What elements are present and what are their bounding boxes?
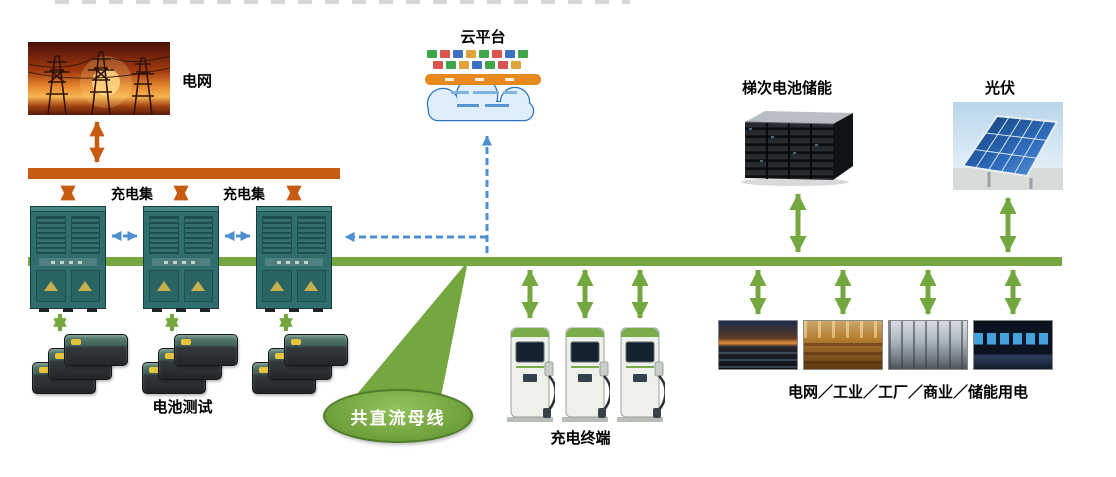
ev-charger-image (507, 327, 555, 422)
dc-bus-callout: 共直流母线 (323, 389, 473, 443)
vent-panel (262, 216, 292, 254)
cabinet-vents (36, 216, 100, 254)
cabinet-doors (36, 270, 100, 302)
charging-cluster-label-left: 充电集 (111, 187, 153, 203)
solar-panel-image (953, 102, 1063, 190)
cabinet-vents (149, 216, 213, 254)
dc-bus-label: 共直流母线 (350, 408, 446, 429)
loads-label: 电网／工业／工厂／商业／储能用电 (787, 383, 1028, 401)
cabinet-nameplate (265, 258, 323, 266)
charging-terminal-2 (560, 324, 610, 424)
load-photo-industry (803, 320, 883, 370)
cabinet-door (296, 270, 326, 302)
dc-bus-callout-wedge (352, 261, 468, 412)
pv-photo (953, 102, 1063, 190)
charging-cabinet-2 (143, 206, 219, 312)
ac-bus-bar (28, 168, 340, 179)
charging-terminals-label: 充电终端 (550, 429, 611, 447)
cabinet-top-trim (257, 207, 331, 212)
cabinet-feet (265, 308, 323, 312)
brand-logo-icon (78, 281, 93, 291)
cabinet-door (149, 270, 179, 302)
battery-test-label: 电池测试 (152, 398, 213, 416)
charging-terminal-3 (615, 324, 665, 424)
cabinet-doors (262, 270, 326, 302)
charging-terminal-1 (505, 324, 555, 424)
vent-panel (183, 216, 213, 254)
cabinet-door (262, 270, 292, 302)
battery-rack-image (741, 111, 853, 186)
ev-charger-image (562, 327, 610, 422)
cabinet-feet (39, 308, 97, 312)
power-grid-image (28, 42, 170, 115)
battery-module (64, 334, 128, 366)
dc-bus-line (28, 257, 1062, 266)
battery-storage-label: 梯次电池储能 (741, 79, 832, 97)
vent-panel (296, 216, 326, 254)
power-grid-photo (28, 42, 170, 115)
charging-cluster-label-right: 充电集 (223, 187, 265, 203)
ev-charger-image (617, 327, 665, 422)
brand-logo-icon (304, 281, 319, 291)
vent-panel (149, 216, 179, 254)
cropped-title-remnant (55, 0, 630, 4)
cabinet-door (36, 270, 66, 302)
brand-logo-icon (269, 281, 284, 291)
battery-pack-cluster-1 (32, 334, 128, 396)
cloud-platform-label: 云平台 (460, 28, 506, 46)
battery-pack-cluster-2 (142, 334, 238, 396)
cloud-image (425, 50, 541, 122)
cabinet-top-trim (31, 207, 105, 212)
cabinet-nameplate (152, 258, 210, 266)
cabinet-feet (152, 308, 210, 312)
battery-module (284, 334, 348, 366)
load-photo-control-room (973, 320, 1053, 370)
cabinet-door (183, 270, 213, 302)
cabinet-doors (149, 270, 213, 302)
cabinet-top-trim (144, 207, 218, 212)
vent-panel (36, 216, 66, 254)
cabinet-nameplate (39, 258, 97, 266)
battery-storage-photo (735, 102, 863, 187)
load-photo-factory (888, 320, 968, 370)
brand-logo-icon (191, 281, 206, 291)
brand-logo-icon (43, 281, 58, 291)
battery-module (174, 334, 238, 366)
charging-cabinet-3 (256, 206, 332, 312)
battery-pack-cluster-3 (252, 334, 348, 396)
charging-cabinet-1 (30, 206, 106, 312)
load-photo-grid (718, 320, 798, 370)
pv-label: 光伏 (984, 79, 1015, 97)
cabinet-door (70, 270, 100, 302)
cloud-platform-graphic (405, 46, 560, 130)
cabinet-vents (262, 216, 326, 254)
vent-panel (70, 216, 100, 254)
brand-logo-icon (156, 281, 171, 291)
grid-label: 电网 (181, 72, 212, 90)
